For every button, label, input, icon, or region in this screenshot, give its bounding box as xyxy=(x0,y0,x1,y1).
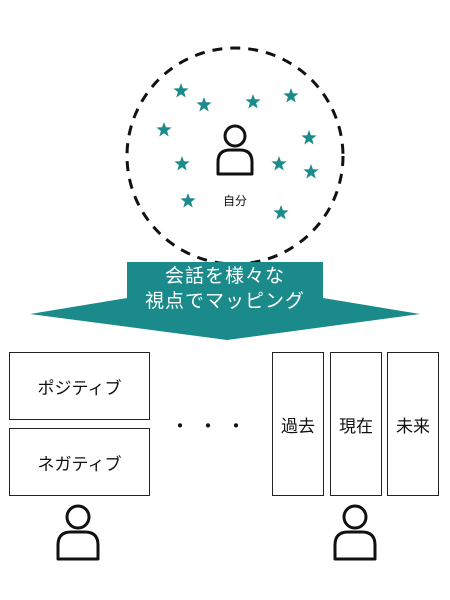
arrow-caption-line2: 視点でマッピング xyxy=(144,290,305,312)
star-icon xyxy=(271,156,287,171)
star-icon xyxy=(156,122,172,137)
star-icon xyxy=(283,88,299,103)
star-group xyxy=(156,83,319,220)
star-icon xyxy=(196,97,212,112)
star-icon xyxy=(301,130,317,145)
mapping-arrow xyxy=(30,262,420,340)
person-icon-left xyxy=(56,504,100,561)
self-label: 自分 xyxy=(222,194,247,208)
star-icon xyxy=(245,94,261,109)
person-icon-self xyxy=(216,124,254,176)
self-dashed-circle xyxy=(125,46,345,266)
arrow-caption: 会話を様々な 視点でマッピング xyxy=(118,264,332,314)
star-icon xyxy=(273,205,289,220)
perspective-past-box: 過去 xyxy=(272,352,324,496)
arrow-caption-line1: 会話を様々な xyxy=(164,265,285,287)
star-icon xyxy=(303,164,319,179)
perspective-future-box: 未来 xyxy=(387,352,439,496)
perspective-present-box: 現在 xyxy=(330,352,382,496)
perspective-negative-box: ネガティブ xyxy=(9,428,150,496)
star-icon xyxy=(180,193,196,208)
ellipsis: ・・・ xyxy=(170,414,254,438)
star-icon xyxy=(174,156,190,171)
person-icon-right xyxy=(333,504,377,561)
star-icon xyxy=(173,83,189,98)
perspective-positive-box: ポジティブ xyxy=(9,352,150,420)
